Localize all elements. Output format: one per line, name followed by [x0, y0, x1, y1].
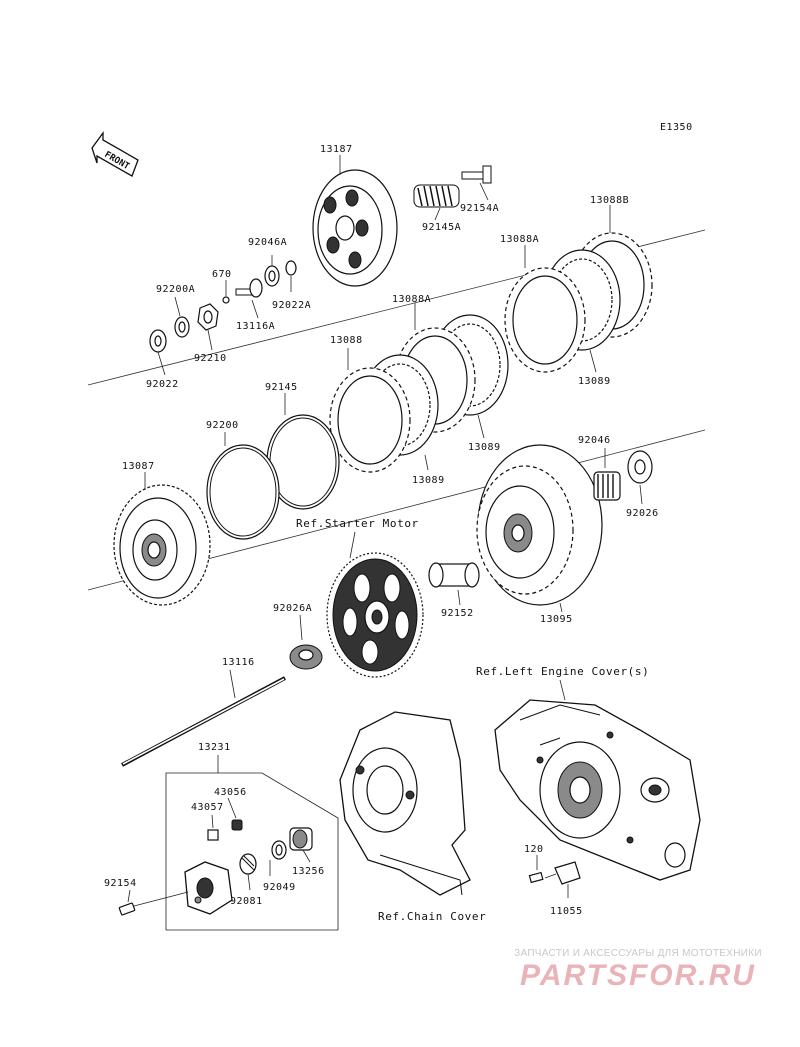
- label-43056: 43056: [214, 787, 247, 798]
- bolt-92154A: [461, 165, 492, 184]
- bolt-120: [528, 871, 544, 884]
- sleeve-92152: [428, 562, 480, 588]
- label-92154: 92154: [104, 878, 137, 889]
- piston-13256: [289, 827, 313, 851]
- o-ring-92200: [206, 444, 280, 540]
- label-92145: 92145: [265, 382, 298, 393]
- label-13116: 13116: [222, 657, 255, 668]
- bleeder-valve-43057: [207, 829, 219, 841]
- bracket-11055: [554, 861, 581, 885]
- label-13087: 13087: [122, 461, 155, 472]
- label-13231: 13231: [198, 742, 231, 753]
- starter-gear: [326, 552, 424, 678]
- label-13256: 13256: [292, 866, 325, 877]
- diagram-code: E1350: [660, 122, 693, 133]
- label-13088B: 13088B: [590, 195, 629, 206]
- clutch-housing-13095: [476, 444, 603, 606]
- label-13095: 13095: [540, 614, 573, 625]
- label-92046A: 92046A: [248, 237, 287, 248]
- label-92026A: 92026A: [273, 603, 312, 614]
- ball-670: [222, 296, 230, 304]
- ref-left-engine-cover: Ref.Left Engine Cover(s): [476, 665, 649, 678]
- bolt-92154: [118, 902, 136, 916]
- watermark-tagline: ЗАПЧАСТИ И АКСЕССУАРЫ ДЛЯ МОТОТЕХНИКИ: [514, 948, 762, 959]
- friction-plate-13088A-top: [504, 267, 586, 373]
- label-13089-low: 13089: [412, 475, 445, 486]
- spring-92081: [239, 853, 257, 875]
- label-670: 670: [212, 269, 232, 280]
- label-92081: 92081: [230, 896, 263, 907]
- group-13231-bracket: [165, 772, 339, 931]
- left-engine-cover: [494, 699, 701, 881]
- label-92200A: 92200A: [156, 284, 195, 295]
- label-11055: 11055: [550, 906, 583, 917]
- clutch-hub-13087: [113, 484, 211, 606]
- washer-92022A: [285, 260, 297, 276]
- label-92145A: 92145A: [422, 222, 461, 233]
- needle-bearing-92046: [593, 471, 621, 501]
- release-cylinder-body: [184, 861, 233, 915]
- ref-starter-motor: Ref.Starter Motor: [296, 517, 419, 530]
- clutch-spring: [413, 184, 460, 208]
- label-92046: 92046: [578, 435, 611, 446]
- label-13089-right: 13089: [578, 376, 611, 387]
- label-120: 120: [524, 844, 544, 855]
- label-13187: 13187: [320, 144, 353, 155]
- front-arrow-icon: FRONT: [91, 131, 139, 177]
- chain-cover: [339, 711, 471, 896]
- label-92200: 92200: [206, 420, 239, 431]
- label-13088: 13088: [330, 335, 363, 346]
- label-92026: 92026: [626, 508, 659, 519]
- label-92152: 92152: [441, 608, 474, 619]
- watermark: ЗАПЧАСТИ И АКСЕССУАРЫ ДЛЯ МОТОТЕХНИКИ PA…: [488, 948, 788, 993]
- ref-chain-cover: Ref.Chain Cover: [378, 910, 486, 923]
- watermark-logo: PARTSFOR.RU: [520, 959, 756, 992]
- bleeder-cap-43056: [231, 819, 243, 831]
- label-13088A-mid: 13088A: [392, 294, 431, 305]
- label-92022A: 92022A: [272, 300, 311, 311]
- label-92154A: 92154A: [460, 203, 499, 214]
- label-13088A-top: 13088A: [500, 234, 539, 245]
- label-92210: 92210: [194, 353, 227, 364]
- friction-plate-13088: [329, 367, 411, 473]
- nut-92210: [197, 303, 219, 331]
- pusher-13116A: [235, 278, 263, 298]
- label-13116A: 13116A: [236, 321, 275, 332]
- label-92022: 92022: [146, 379, 179, 390]
- label-13089-mid: 13089: [468, 442, 501, 453]
- label-92049: 92049: [263, 882, 296, 893]
- label-43057: 43057: [191, 802, 224, 813]
- pressure-plate: [312, 169, 398, 287]
